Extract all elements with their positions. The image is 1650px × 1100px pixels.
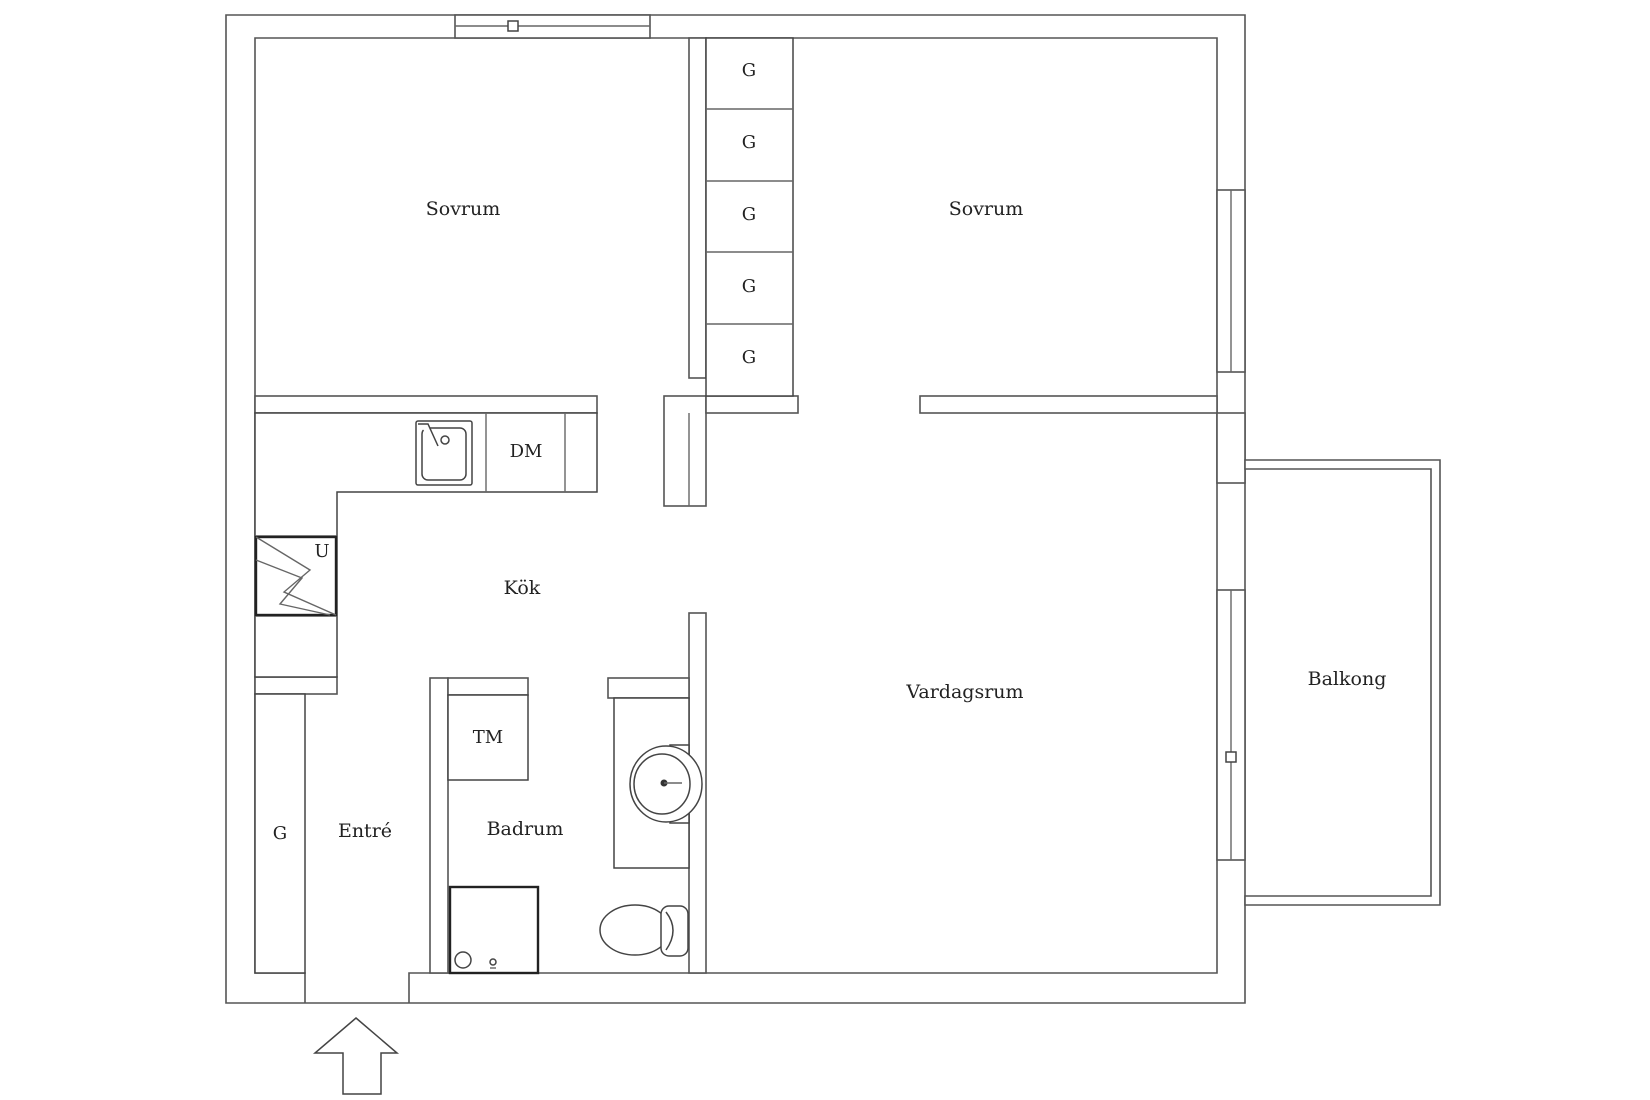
wardrobe-label-3: G — [742, 204, 756, 225]
dishwasher-label: DM — [510, 441, 543, 462]
wardrobe-label-5: G — [742, 347, 756, 368]
washing-machine: TM — [447, 694, 529, 781]
room-label-kitchen: Kök — [504, 577, 541, 599]
interior-walls — [254, 37, 1246, 974]
wardrobe-label-1: G — [742, 60, 756, 81]
balcony — [1244, 459, 1441, 906]
shower-icon — [448, 885, 540, 975]
room-label-bedroom-left: Sovrum — [426, 198, 501, 220]
oven-label: U — [314, 541, 329, 562]
washing-machine-label: TM — [473, 727, 503, 748]
room-label-balcony: Balkong — [1308, 668, 1387, 690]
entrance-wardrobe: G — [254, 693, 306, 974]
wardrobe-label-4: G — [742, 276, 756, 297]
toilet-icon — [599, 904, 689, 957]
wardrobe-column: G G G G G — [705, 37, 794, 397]
wardrobe-label-2: G — [742, 132, 756, 153]
room-label-entrance: Entré — [338, 820, 392, 842]
entrance-arrow-icon — [312, 1017, 400, 1095]
washbasin-icon — [613, 697, 703, 869]
room-label-bedroom-right: Sovrum — [949, 198, 1024, 220]
entrance-wardrobe-label: G — [273, 823, 287, 844]
window-top — [454, 14, 651, 39]
window-right — [1216, 189, 1246, 373]
kitchen-sink-icon — [415, 420, 473, 486]
balcony-door — [1216, 589, 1246, 861]
oven-icon: U — [254, 535, 338, 617]
room-label-living-room: Vardagsrum — [905, 681, 1023, 703]
room-label-bathroom: Badrum — [487, 818, 564, 840]
